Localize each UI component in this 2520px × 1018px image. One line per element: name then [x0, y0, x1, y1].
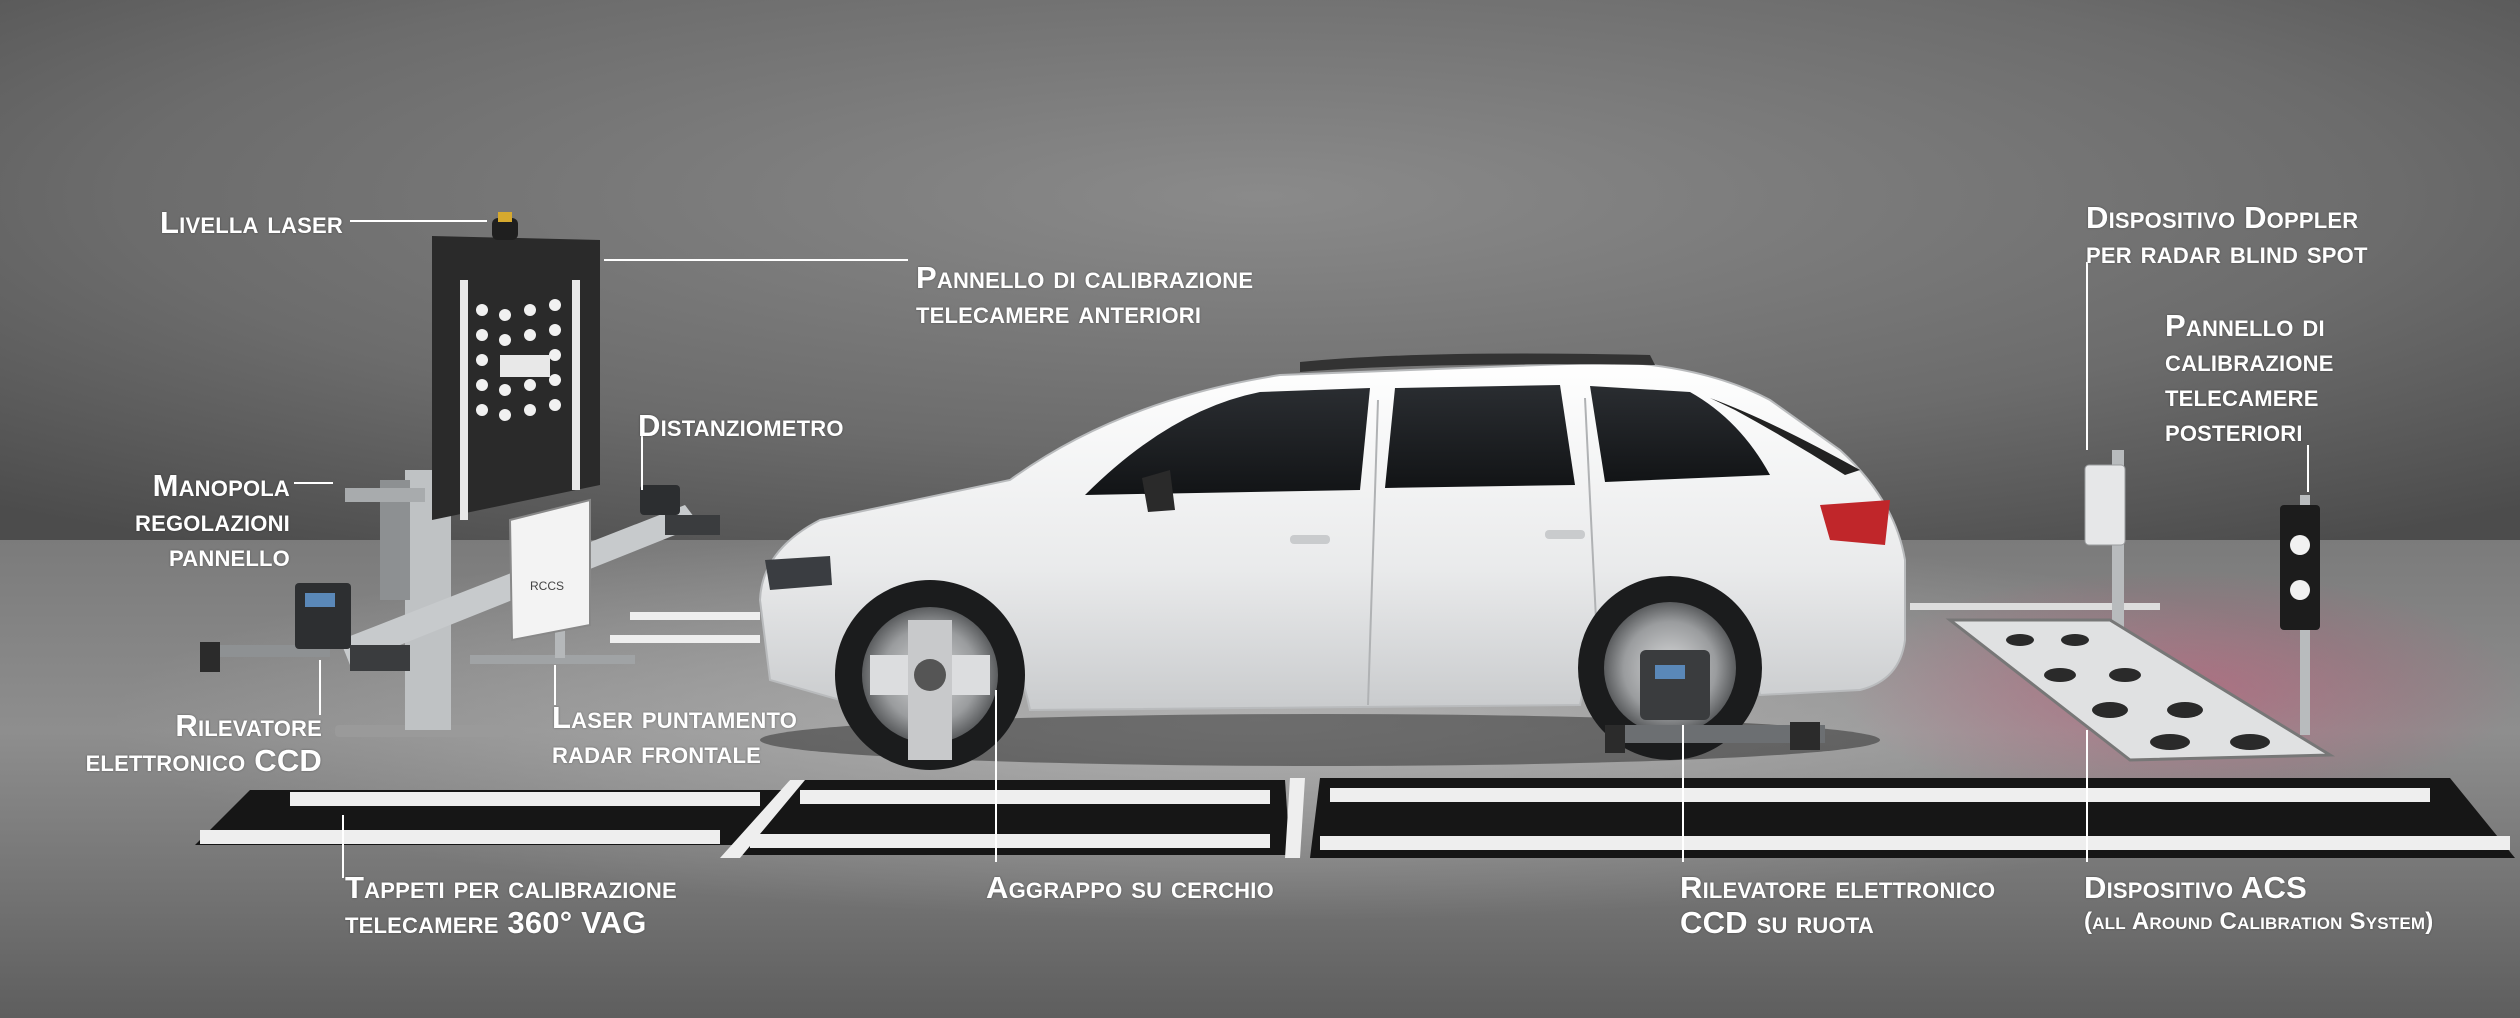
front-wheel — [835, 580, 1025, 770]
label-doppler: Dispositivo Doppler per radar blind spot — [2086, 200, 2368, 270]
calibration-mats — [195, 603, 2515, 858]
label-acs: Dispositivo ACS (all Around Calibration … — [2084, 870, 2434, 935]
label-laser-radar: Laser puntamento radar frontale — [552, 700, 798, 770]
label-distanziometro: Distanziometro — [638, 408, 844, 443]
car — [758, 353, 1906, 766]
label-aggrappo: Aggrappo su cerchio — [986, 870, 1274, 905]
label-pannello-posteriori: Pannello di calibrazione telecamere post… — [2165, 308, 2334, 448]
rccs-panel-text: RCCS — [530, 579, 564, 593]
rear-equipment — [1945, 450, 2336, 762]
label-rilevatore-ruota: Rilevatore elettronico CCD su ruota — [1680, 870, 1996, 940]
label-pannello-anteriori: Pannello di calibrazione telecamere ante… — [916, 260, 1254, 330]
label-manopola: Manopola regolazioni pannello — [135, 468, 290, 573]
label-rilevatore-ccd: Rilevatore elettronico CCD — [85, 708, 322, 778]
label-livella-laser: Livella laser — [160, 205, 343, 240]
front-calibration-stand: RCCS — [200, 212, 720, 737]
leader-lines — [294, 220, 2309, 878]
label-tappeti: Tappeti per calibrazione telecamere 360°… — [345, 870, 677, 940]
rear-wheel — [1578, 576, 1825, 760]
